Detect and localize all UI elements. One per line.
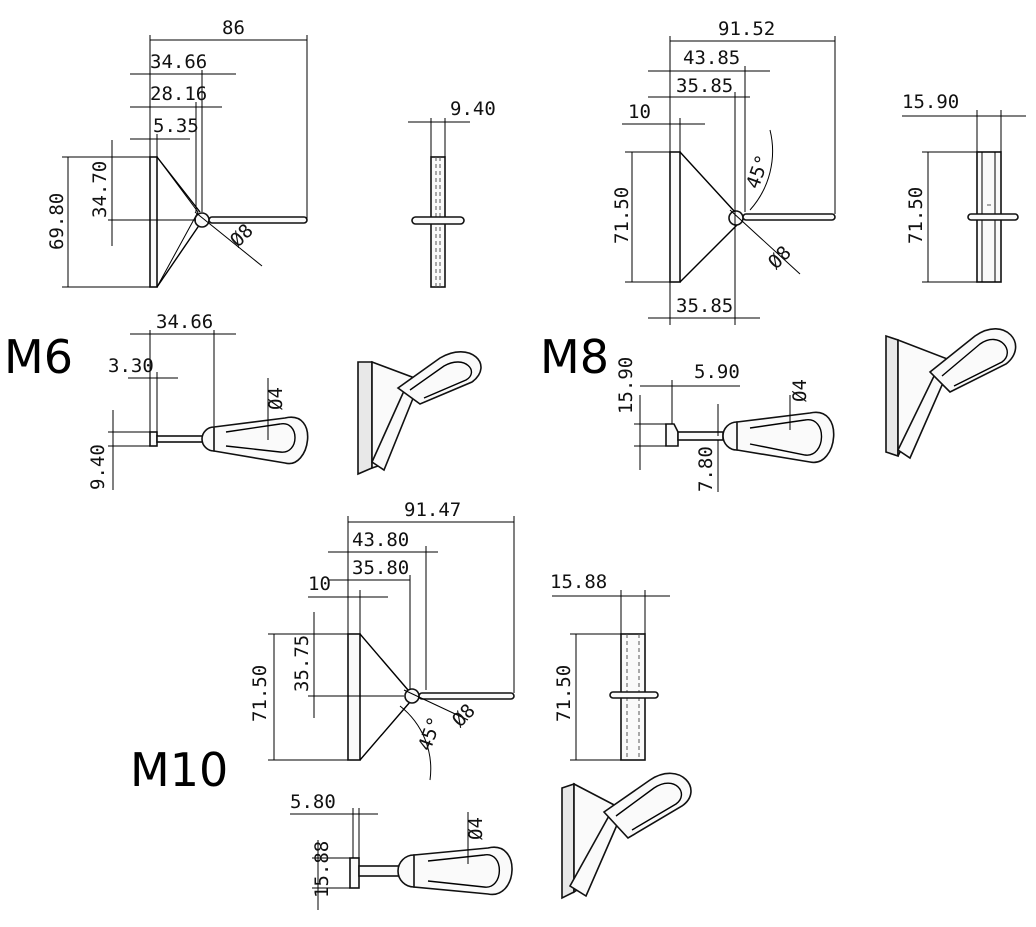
m10-hole-dia: Ø8 — [448, 700, 480, 732]
m6-bottom-offset: 34.66 — [156, 311, 213, 333]
m8-hook-dia: Ø4 — [789, 379, 811, 402]
m6-iso-view — [357, 351, 482, 476]
m8-hole-offset: 35.85 — [676, 75, 733, 97]
m8-bottom-height: 15.90 — [615, 357, 637, 414]
m10-side-view — [552, 590, 670, 761]
m6-overall-length: 86 — [222, 17, 245, 39]
m10-hole-offset: 35.80 — [352, 557, 409, 579]
m8-overall-length: 91.52 — [718, 18, 775, 40]
m6-hole-offset: 34.66 — [150, 51, 207, 73]
m10-plate-height: 71.50 — [249, 665, 271, 722]
m8-front-view — [622, 36, 836, 325]
m8-side-height: 71.50 — [905, 187, 927, 244]
m6-plate-thickness: 5.35 — [153, 115, 199, 137]
m6-side-view — [408, 118, 470, 288]
m8-iso-view — [885, 328, 1017, 460]
m8-hole-dia: Ø8 — [764, 242, 796, 274]
m8-web-outer: 43.85 — [683, 47, 740, 69]
m8-bottom-plate: 5.90 — [694, 361, 740, 383]
m8-angle: 45° — [742, 152, 774, 192]
m8-bottom-view — [634, 380, 835, 492]
m10-side-width: 15.88 — [550, 571, 607, 593]
m10-web-outer: 43.80 — [352, 529, 409, 551]
m10-angle: 45° — [414, 714, 446, 754]
m6-hook-dia: Ø4 — [265, 387, 287, 410]
m8-plate-height: 71.50 — [611, 187, 633, 244]
m6-web-end: 28.16 — [150, 83, 207, 105]
m6-bottom-plate: 3.30 — [108, 355, 154, 377]
m6-hole-height: 34.70 — [89, 161, 111, 218]
m8-hole-offset-bottom: 35.85 — [676, 295, 733, 317]
m10-bottom-view — [290, 808, 513, 910]
m6-plate-height: 69.80 — [46, 193, 68, 250]
m6-side-width: 9.40 — [450, 98, 496, 120]
m6-front-view — [62, 35, 308, 288]
m8-side-view — [902, 110, 1026, 283]
m10-plate-thickness: 10 — [308, 573, 331, 595]
m8-plate-thickness: 10 — [628, 101, 651, 123]
m10-bottom-height: 15.88 — [311, 841, 333, 898]
m6-bottom-view — [108, 330, 309, 490]
m10-overall-length: 91.47 — [404, 499, 461, 521]
m6-bottom-width: 9.40 — [87, 444, 109, 490]
m10-hook-dia: Ø4 — [465, 817, 487, 840]
m10-iso-view — [561, 772, 692, 900]
m10-front-view — [268, 516, 515, 781]
m10-label: M10 — [130, 743, 228, 797]
m6-label: M6 — [4, 330, 73, 384]
m8-side-width: 15.90 — [902, 91, 959, 113]
m10-bottom-plate: 5.80 — [290, 791, 336, 813]
m8-label: M8 — [540, 330, 609, 384]
m8-bottom-lower: 7.80 — [695, 446, 717, 492]
m10-side-height: 71.50 — [553, 665, 575, 722]
m10-hole-height: 35.75 — [291, 635, 313, 692]
m6-hole-dia: Ø8 — [226, 220, 258, 252]
